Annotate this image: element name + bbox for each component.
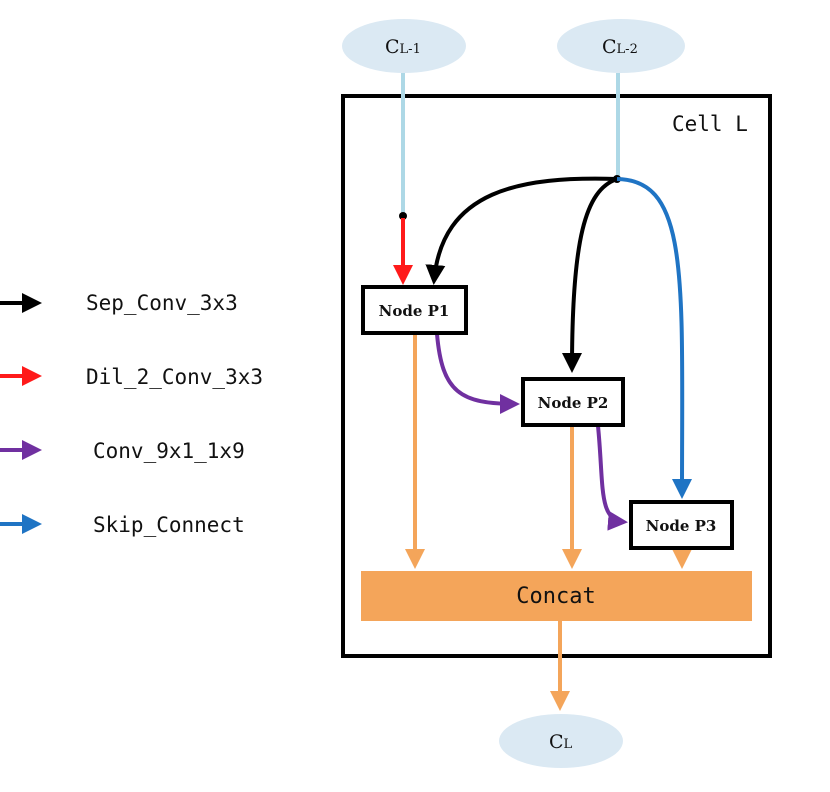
- output-ellipse-c-l: [499, 714, 623, 768]
- legend-label-conv-9x1: Conv_9x1_1x9: [93, 439, 245, 463]
- output-c-l: CL: [499, 714, 623, 768]
- legend-item-dil-conv: Dil_2_Conv_3x3: [0, 365, 263, 389]
- legend-item-skip: Skip_Connect: [0, 513, 245, 537]
- legend-label-dil-conv: Dil_2_Conv_3x3: [86, 365, 263, 389]
- cell-boundary: [341, 94, 772, 658]
- concat-block: Concat: [361, 571, 752, 621]
- legend-item-sep-conv: Sep_Conv_3x3: [0, 291, 238, 315]
- edge-conv-p2-to-p3: [596, 425, 628, 531]
- input-label-c-l-1: CL-1: [385, 36, 421, 58]
- node-p2-box: [521, 377, 625, 427]
- concat-label: Concat: [516, 584, 595, 609]
- node-p1-label: Node P1: [379, 302, 450, 320]
- node-p2: Node P2: [521, 377, 625, 427]
- legend: Sep_Conv_3x3 Dil_2_Conv_3x3 Conv_9x1_1x9…: [0, 291, 263, 537]
- edge-conv-p1-to-p2: [435, 333, 520, 414]
- node-p3-box: [629, 500, 734, 550]
- edge-sep-conv-to-p1: [425, 176, 618, 285]
- node-p2-label: Node P2: [538, 394, 609, 412]
- legend-item-conv-9x1: Conv_9x1_1x9: [0, 439, 245, 463]
- node-p1: Node P1: [361, 285, 468, 335]
- node-p1-box: [361, 285, 468, 335]
- input-ellipse-c-l-1: [342, 19, 466, 73]
- input-c-l-1: CL-1: [342, 19, 466, 73]
- legend-label-skip-connect: Skip_Connect: [93, 513, 245, 537]
- edge-skip-to-p3: [616, 177, 693, 499]
- input-c-l-2: CL-2: [557, 19, 685, 73]
- input-ellipse-c-l-2: [557, 19, 685, 73]
- legend-label-sep-conv: Sep_Conv_3x3: [86, 291, 238, 315]
- node-p3: Node P3: [629, 500, 734, 550]
- output-label-c-l: CL: [549, 731, 573, 753]
- node-p3-label: Node P3: [646, 517, 717, 535]
- cell-label: Cell L: [672, 112, 748, 136]
- concat-box: [361, 571, 752, 621]
- edge-sep-conv-to-p2: [562, 177, 618, 373]
- input-label-c-l-2: CL-2: [602, 36, 638, 58]
